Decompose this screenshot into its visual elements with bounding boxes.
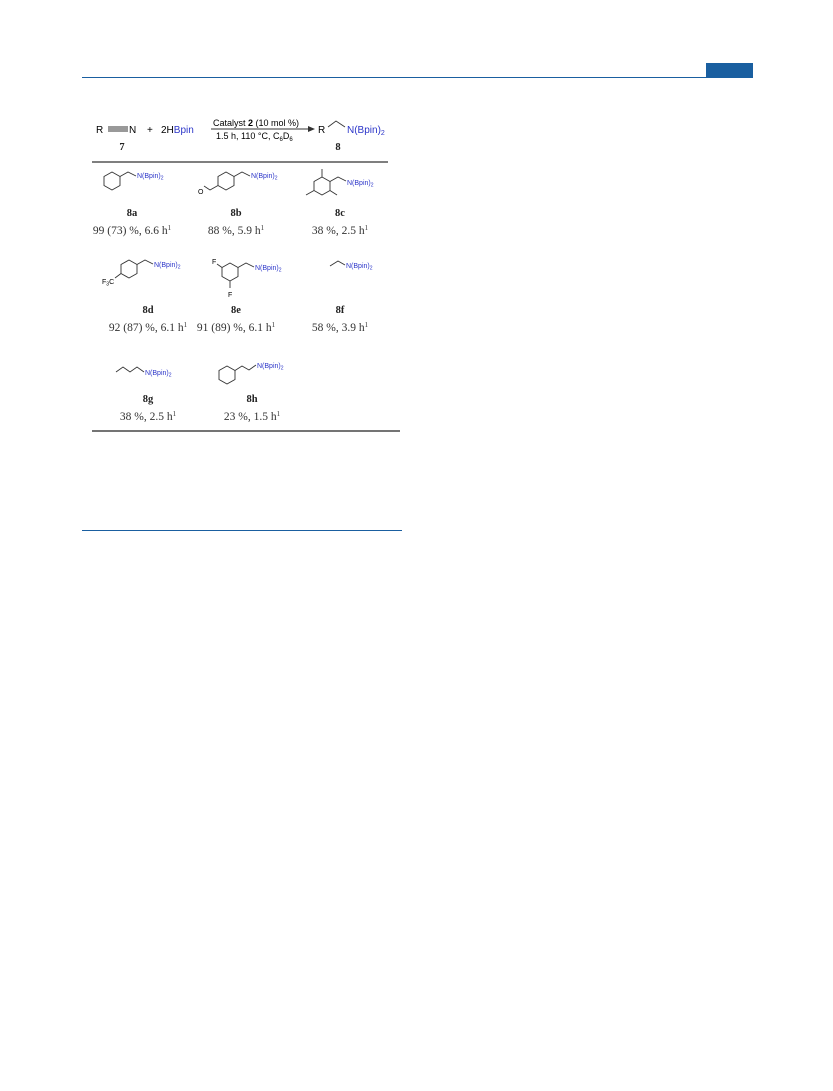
- structure-8h: N(Bpin)2: [218, 363, 284, 385]
- compound-label: 8c: [335, 208, 345, 219]
- yield-text: 38 %, 2.5 h1: [312, 224, 369, 237]
- reaction-arrow-head: [308, 126, 315, 132]
- product-label: 8: [335, 142, 340, 153]
- benzene-ring-icon: [221, 262, 239, 282]
- compound-label: 8f: [336, 305, 345, 316]
- conditions-line-2: 1.5 h, 110 °C, C6D6: [216, 131, 293, 143]
- benzene-ring-icon: [103, 171, 121, 191]
- reaction-scheme: R N + 2HBpin 7 Catalyst 2 (10 mol %) 1.5…: [92, 118, 400, 432]
- amine-group: N(Bpin)2: [251, 173, 278, 182]
- yield-text: 91 (89) %, 6.1 h1: [197, 321, 276, 334]
- yield-text: 88 %, 5.9 h1: [208, 224, 265, 237]
- benzene-ring-icon: [313, 176, 331, 196]
- structure-8c: N(Bpin)2: [305, 169, 374, 196]
- reactant-n: N: [129, 125, 136, 136]
- reaction-equation: R N + 2HBpin 7 Catalyst 2 (10 mol %) 1.5…: [96, 118, 385, 153]
- structure-8f: N(Bpin)2: [329, 260, 373, 272]
- structure-8d: N(Bpin)2 F3C: [102, 259, 181, 288]
- amine-group: N(Bpin)2: [154, 262, 181, 271]
- amine-group: N(Bpin)2: [255, 265, 282, 274]
- amine-group: N(Bpin)2: [257, 363, 284, 372]
- compound-label: 8b: [230, 208, 241, 219]
- compound-label: 8h: [246, 394, 257, 405]
- benzene-ring-icon: [120, 259, 138, 279]
- compound-label: 8a: [127, 208, 138, 219]
- amine-group: N(Bpin)2: [137, 173, 164, 182]
- yield-text: 92 (87) %, 6.1 h1: [109, 321, 188, 334]
- product-r: R: [318, 125, 325, 136]
- yield-text: 58 %, 3.9 h1: [312, 321, 369, 334]
- amine-group: N(Bpin)2: [346, 263, 373, 272]
- product-chain: [327, 120, 346, 128]
- amine-group: N(Bpin)2: [347, 180, 374, 189]
- product-amine: N(Bpin)2: [347, 125, 385, 137]
- compound-label: 8g: [143, 394, 154, 405]
- reactant-label: 7: [119, 142, 124, 153]
- methoxy-oxygen: O: [198, 189, 204, 196]
- yield-text: 23 %, 1.5 h1: [224, 410, 281, 423]
- benzene-ring-icon: [217, 171, 235, 191]
- header-tab: [706, 63, 753, 78]
- amine-group: N(Bpin)2: [145, 370, 172, 379]
- header-rule: [82, 77, 753, 78]
- fluoro-top: F: [212, 259, 216, 266]
- yield-text: 38 %, 2.5 h1: [120, 410, 177, 423]
- reactant-r: R: [96, 125, 103, 136]
- borane-reagent: 2HBpin: [161, 125, 194, 136]
- structure-8e: N(Bpin)2 F F: [212, 259, 282, 299]
- structure-8b: N(Bpin)2 O: [198, 171, 278, 196]
- compound-label: 8d: [142, 305, 153, 316]
- section-rule: [82, 530, 402, 531]
- trifluoromethyl-group: F3C: [102, 279, 114, 288]
- conditions-line-1: Catalyst 2 (10 mol %): [213, 118, 299, 128]
- benzene-ring-icon: [218, 365, 236, 385]
- compound-label: 8e: [231, 305, 241, 316]
- structure-8a: N(Bpin)2: [103, 171, 164, 191]
- plus-sign: +: [147, 125, 153, 136]
- yield-text: 99 (73) %, 6.6 h1: [93, 224, 172, 237]
- structure-8g: N(Bpin)2: [115, 366, 172, 379]
- fluoro-bottom: F: [228, 292, 232, 299]
